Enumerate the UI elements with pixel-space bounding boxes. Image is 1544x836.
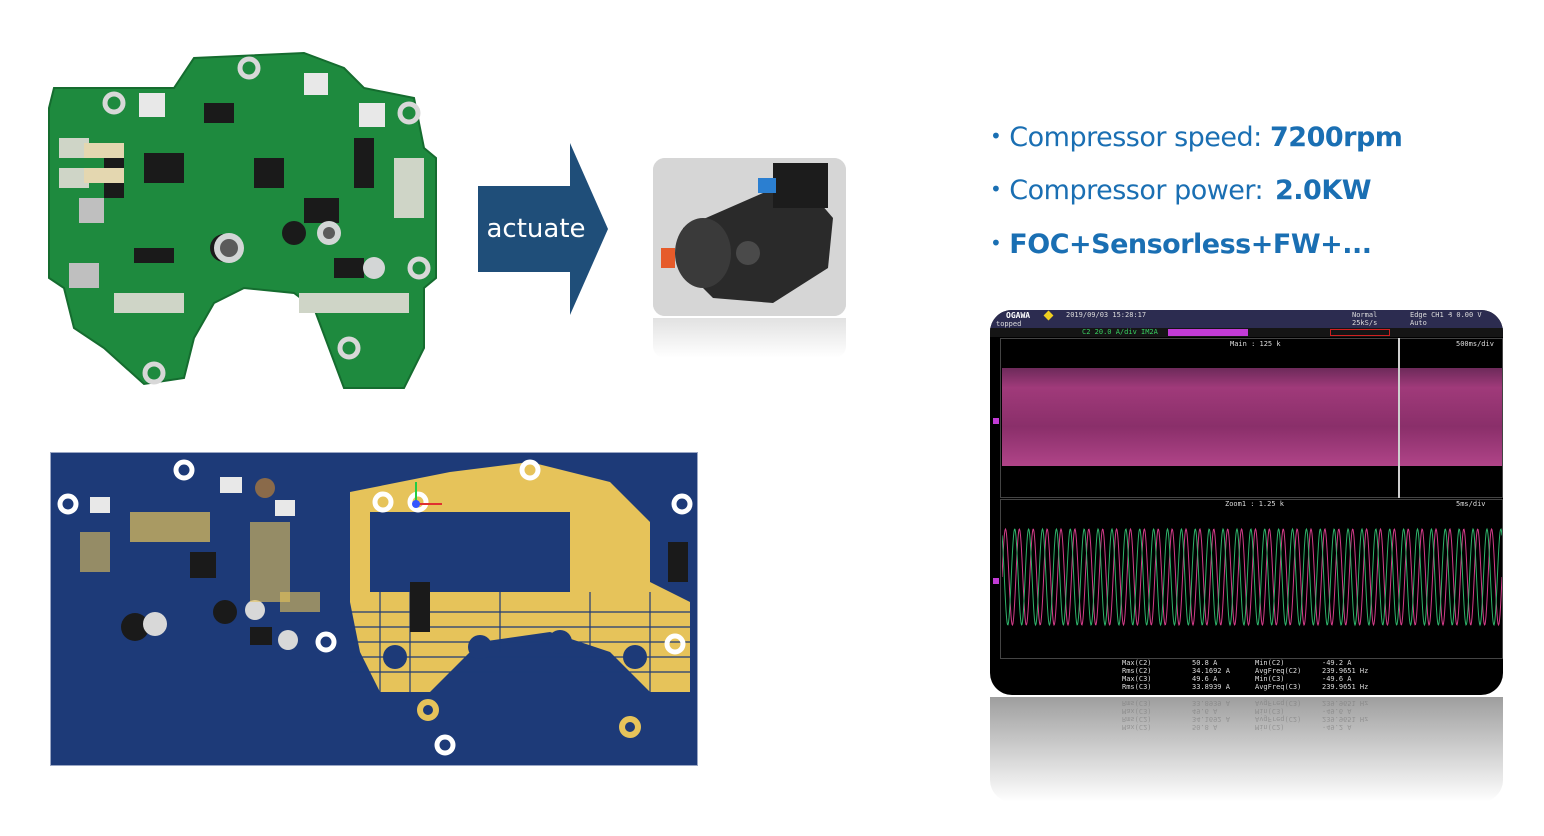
scope-zoom-waveform — [1002, 527, 1502, 627]
scope-auto: Auto — [1410, 319, 1427, 327]
scope-measurement-reflection-name: Rms(C3) — [1122, 699, 1152, 707]
scope-ch-indicator — [1168, 329, 1248, 336]
scope-datetime: 2019/09/03 15:28:17 — [1066, 311, 1147, 319]
scope-header — [990, 310, 1503, 332]
scope-measurement-name2: AvgFreq(C3) — [1255, 683, 1302, 691]
spec-control-label: FOC+Sensorless+FW+... — [1009, 229, 1372, 260]
scope-main-label: Main : 125 k — [1230, 340, 1281, 348]
bullet-icon: • — [990, 177, 1002, 201]
scope-measurement-reflection-name2: Min(C3) — [1255, 707, 1285, 715]
scope-measurement-reflection-value: 34.1692 A — [1192, 715, 1230, 723]
scope-trigger: Edge CH1 ₰ 0.00 V — [1410, 311, 1482, 319]
scope-measurement-value2: 239.9651 Hz — [1322, 683, 1369, 691]
scope-measurement-reflection-name: Max(C2) — [1122, 723, 1152, 731]
scope-measurement-reflection-value: 49.6 A — [1192, 707, 1218, 715]
oscilloscope-screenshot: OGAWA topped 2019/09/03 15:28:17 Normal … — [990, 310, 1503, 695]
scope-measurement-reflection-name2: Min(C2) — [1255, 723, 1285, 731]
scope-measurement-name: Rms(C2) — [1122, 667, 1152, 675]
compressor-reflection — [653, 318, 846, 358]
scope-ch-indicator-red — [1330, 329, 1390, 336]
scope-measurement-reflection-name2: AvgFreq(C3) — [1255, 699, 1302, 707]
pcb-layout — [50, 452, 698, 766]
scope-measurement-reflection-name2: AvgFreq(C2) — [1255, 715, 1302, 723]
scope-cursor-line — [1398, 338, 1400, 498]
spec-speed-label: Compressor speed: — [1009, 122, 1262, 153]
arrow-label: actuate — [486, 214, 586, 244]
scope-measurement-reflection-value2: 239.9651 Hz — [1322, 699, 1369, 707]
scope-marker — [993, 418, 999, 424]
spec-power-value: 2.0KW — [1275, 175, 1372, 206]
scope-main-timebase: 500ms/div — [1456, 340, 1494, 348]
scope-brand: OGAWA — [1006, 311, 1031, 320]
scope-measurement-name: Max(C2) — [1122, 659, 1152, 667]
spec-speed-value: 7200rpm — [1270, 122, 1403, 153]
scope-measurement-value: 34.1692 A — [1192, 667, 1230, 675]
scope-measurement-value2: -49.6 A — [1322, 675, 1352, 683]
scope-measurement-reflection-name: Max(C3) — [1122, 707, 1152, 715]
scope-measurement-value: 50.8 A — [1192, 659, 1218, 667]
scope-mode: Normal — [1352, 311, 1378, 319]
bullet-icon: • — [990, 231, 1002, 255]
scope-measurement-name2: Min(C2) — [1255, 659, 1285, 667]
spec-compressor-speed: • Compressor speed: 7200rpm — [990, 122, 1403, 153]
scope-measurement-value: 49.6 A — [1192, 675, 1218, 683]
scope-measurement-value2: 239.9651 Hz — [1322, 667, 1369, 675]
scope-status: topped — [996, 320, 1022, 328]
bullet-icon: • — [990, 124, 1002, 148]
scope-measurement-reflection-value2: 239.9651 Hz — [1322, 715, 1369, 723]
scope-measurement-name2: Min(C3) — [1255, 675, 1285, 683]
scope-measurement-name: Max(C3) — [1122, 675, 1152, 683]
scope-zoom-timebase: 5ms/div — [1456, 500, 1486, 508]
pcb-photo — [48, 51, 437, 389]
spec-power-label: Compressor power: — [1009, 175, 1264, 206]
scope-measurement-reflection-value2: -49.6 A — [1322, 707, 1352, 715]
compressor-photo — [653, 158, 846, 316]
scope-samples: 25kS/s — [1352, 319, 1378, 327]
scope-measurement-reflection-value2: -49.2 A — [1322, 723, 1352, 731]
arrow-icon — [478, 143, 608, 315]
scope-marker — [993, 578, 999, 584]
spec-compressor-power: • Compressor power: 2.0KW — [990, 175, 1372, 206]
spec-control-method: • FOC+Sensorless+FW+... — [990, 229, 1372, 260]
scope-measurement-reflection-value: 50.8 A — [1192, 723, 1218, 731]
scope-measurement-reflection-name: Rms(C2) — [1122, 715, 1152, 723]
scope-measurement-value2: -49.2 A — [1322, 659, 1352, 667]
scope-zoom-label: Zoom1 : 1.25 k — [1225, 500, 1285, 508]
scope-ch2-scale: C2 20.0 A/div IM2A — [1082, 328, 1158, 336]
scope-measurement-reflection-value: 33.8939 A — [1192, 699, 1230, 707]
scope-main-trace-band — [1002, 368, 1502, 466]
oscilloscope-reflection: Max(C2) 50.8 A Min(C2) -49.2 A Rms(C2) 34.169… — [990, 697, 1503, 802]
scope-measurement-name2: AvgFreq(C2) — [1255, 667, 1302, 675]
actuate-arrow: actuate — [478, 143, 608, 315]
scope-measurement-value: 33.8939 A — [1192, 683, 1230, 691]
scope-measurement-name: Rms(C3) — [1122, 683, 1152, 691]
